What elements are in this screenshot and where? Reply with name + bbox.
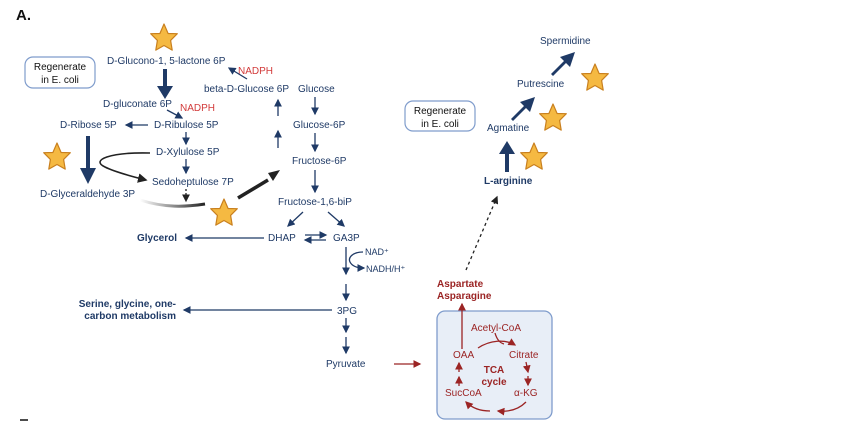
thick-arrow-to-fructose6p — [237, 178, 269, 200]
arrow-akg-bottom — [496, 401, 527, 416]
putrescine-label: Putrescine — [517, 79, 565, 90]
tca-cycle-box: Aspartate Asparagine Acetyl-CoA OAA Citr… — [436, 279, 553, 420]
spermidine-label: Spermidine — [540, 36, 591, 47]
thick-arrow-lactone-gluconate — [157, 69, 173, 99]
regen-label-line1: Regenerate — [34, 62, 87, 73]
agmatine-label: Agmatine — [487, 123, 530, 134]
star-icon-spermidine — [581, 63, 609, 91]
gluconate-label: D-gluconate 6P — [103, 99, 172, 110]
asparagine-label: Asparagine — [437, 291, 492, 302]
citrate-label: Citrate — [509, 350, 539, 361]
star-icon-lactone — [150, 23, 178, 51]
akg-label: α-KG — [514, 388, 538, 399]
succoa-label: SucCoA — [445, 388, 482, 399]
star-icon-agmatine — [520, 142, 548, 170]
dashed-arrow-to-arginine — [465, 195, 499, 271]
arrow-citrate-akg-1 — [522, 361, 531, 374]
fructose6p-label: Fructose-6P — [292, 156, 347, 167]
pyruvate-label: Pyruvate — [326, 359, 366, 370]
arrow-f16-ga3p — [327, 211, 345, 227]
dhap-label: DHAP — [268, 233, 296, 244]
ribulose-label: D-Ribulose 5P — [154, 120, 219, 131]
sedoheptulose-label: Sedoheptulose 7P — [152, 177, 234, 188]
tca-label-line2: cycle — [481, 377, 506, 388]
glucono-lactone-label: D-Glucono-1, 5-lactone 6P — [107, 56, 226, 67]
nadph-label-1: NADPH — [238, 66, 273, 77]
serine-label-line1: Serine, glycine, one- — [79, 299, 176, 310]
nadh-label: NADH/H⁺ — [366, 264, 406, 274]
gradient-curve — [139, 198, 206, 208]
ga3p-label: GA3P — [333, 233, 360, 244]
glyceraldehyde-label: D-Glyceraldehyde 3P — [40, 189, 135, 200]
regen-label-line2-right: in E. coli — [421, 119, 459, 130]
nadph-label-2: NADPH — [180, 103, 215, 114]
ribose-label: D-Ribose 5P — [60, 120, 117, 131]
nad-label: NAD⁺ — [365, 247, 389, 257]
arrow-bottom-succoa — [465, 401, 491, 412]
arrow-nad-nadh — [348, 251, 366, 272]
xylulose-label: D-Xylulose 5P — [156, 147, 220, 158]
arrow-nadph-2 — [166, 109, 184, 119]
oaa-label: OAA — [453, 350, 474, 361]
serine-label-line2: carbon metabolism — [84, 311, 176, 322]
tca-label-line1: TCA — [484, 365, 505, 376]
arrow-acetyl-join — [494, 332, 505, 345]
thick-arrow-ribose-glyceraldehyde — [80, 136, 96, 184]
regenerate-box-left: Regenerate in E. coli — [24, 56, 96, 89]
acetyl-coa-label: Acetyl-CoA — [471, 323, 521, 334]
thick-arrow-agmatine-putrescine — [511, 97, 535, 121]
curved-arrow-to-sedoheptulose — [99, 152, 151, 183]
thick-arrow-arginine-agmatine — [499, 141, 515, 172]
thick-arrow-head — [268, 170, 280, 181]
arrow-f16-dhap — [287, 211, 304, 227]
beta-glucose-label: beta-D-Glucose 6P — [204, 84, 289, 95]
regenerate-box-right: Regenerate in E. coli — [404, 100, 476, 132]
fructose16-label: Fructose-1,6-biP — [278, 197, 352, 208]
arrow-nadph-1 — [227, 67, 248, 80]
thick-arrow-putrescine-spermidine — [551, 52, 575, 76]
star-icon-glyceraldehyde — [43, 142, 71, 170]
arrow-oaa-citrate — [477, 338, 517, 349]
glycerol-label: Glycerol — [137, 233, 177, 244]
glucose-label: Glucose — [298, 84, 335, 95]
glucose6p-label: Glucose-6P — [293, 120, 346, 131]
3pg-label: 3PG — [337, 306, 357, 317]
aspartate-label: Aspartate — [437, 279, 484, 290]
star-icon-transketolase — [210, 198, 238, 226]
star-icon-putrescine — [539, 103, 567, 131]
regen-label-line2: in E. coli — [41, 75, 79, 86]
regen-label-line1-right: Regenerate — [414, 106, 467, 117]
panel-label: A. — [16, 7, 31, 24]
arginine-label: L-arginine — [484, 176, 533, 187]
